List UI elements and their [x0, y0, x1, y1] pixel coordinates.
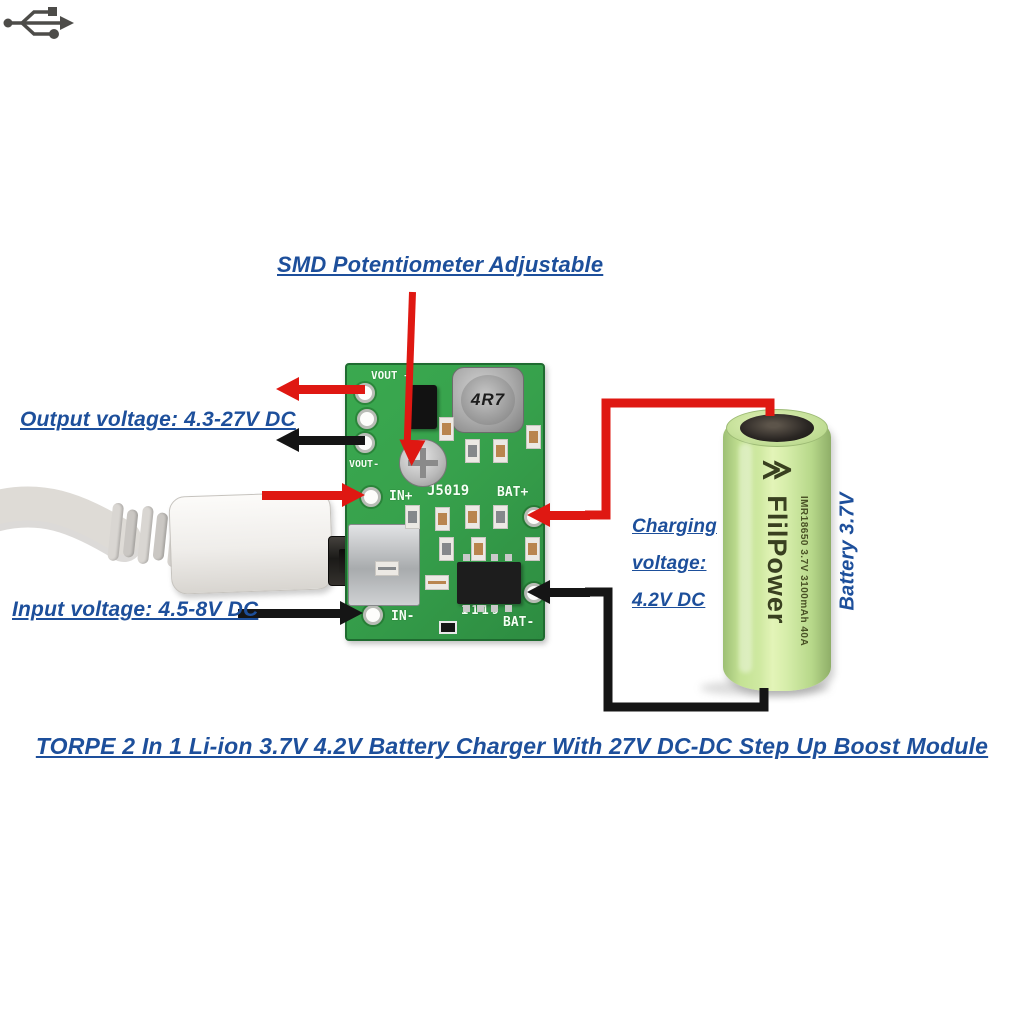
smd-potentiometer-label: SMD Potentiometer Adjustable — [277, 252, 604, 277]
smd-potentiometer — [399, 439, 447, 487]
output-voltage-label: Output voltage: 4.3-27V DC — [20, 408, 296, 431]
battery-positive-terminal — [740, 414, 814, 442]
product-title: TORPE 2 In 1 Li-ion 3.7V 4.2V Battery Ch… — [35, 733, 989, 759]
input-voltage-label: Input voltage: 4.5-8V DC — [12, 598, 259, 621]
silkscreen-bat-minus: BAT- — [503, 615, 535, 630]
inductor-label: 4R7 — [470, 390, 506, 409]
smd-component — [439, 417, 454, 441]
smd-component — [439, 537, 454, 561]
battery-voltage-label: Battery 3.7V — [836, 492, 859, 611]
pad-in-minus — [363, 605, 383, 625]
smd-component — [471, 537, 486, 561]
smd-component — [465, 505, 480, 529]
battery-18650: ≪ FlilPower IMR18650 3.7V 3100mAh 40A — [723, 409, 831, 691]
input-plus-arrow — [262, 483, 365, 507]
charging-voltage-line1: Charging — [632, 516, 717, 537]
output-plus-arrow — [276, 377, 365, 401]
smd-component — [439, 621, 457, 634]
smd-component — [493, 439, 508, 463]
silkscreen-vout-plus: VOUT + — [371, 369, 411, 382]
bat-minus-arrow — [527, 580, 590, 604]
charging-voltage-line3: 4.2V DC — [632, 590, 706, 611]
smd-component — [493, 505, 508, 529]
silkscreen-in-minus: IN- — [391, 609, 415, 624]
charger-ic — [457, 554, 521, 612]
smd-component — [465, 439, 480, 463]
input-minus-arrow — [238, 601, 363, 625]
usb-trident-icon — [3, 7, 74, 39]
power-inductor: 4R7 — [452, 367, 524, 433]
smd-component — [435, 507, 450, 531]
smd-component — [526, 425, 541, 449]
battery-brand-logo-icon: ≪ — [761, 453, 793, 487]
battery-spec-text: IMR18650 3.7V 3100mAh 40A — [798, 495, 809, 647]
charging-voltage-line2: voltage: — [632, 553, 707, 574]
potentiometer-pointer-arrow — [398, 291, 426, 468]
silkscreen-in-plus: IN+ — [389, 489, 413, 504]
smd-component — [375, 561, 399, 576]
output-minus-arrow — [276, 428, 365, 452]
charging-voltage-label: Charging voltage: 4.2V DC — [632, 508, 717, 619]
smd-component — [405, 505, 420, 529]
smd-component — [525, 537, 540, 561]
silkscreen-bat-plus: BAT+ — [497, 485, 529, 500]
bat-plus-arrow — [527, 503, 590, 527]
silkscreen-model-number: J5019 — [427, 483, 470, 499]
battery-brand-name: FlilPower — [762, 495, 793, 625]
silkscreen-vout-minus: VOUT- — [349, 459, 380, 470]
charger-boost-pcb: VOUT + VOUT- IN+ J5019 BAT+ IN- BAT- 111… — [345, 363, 545, 641]
pad-vout-plus-2 — [357, 409, 377, 429]
smd-component — [425, 575, 449, 590]
